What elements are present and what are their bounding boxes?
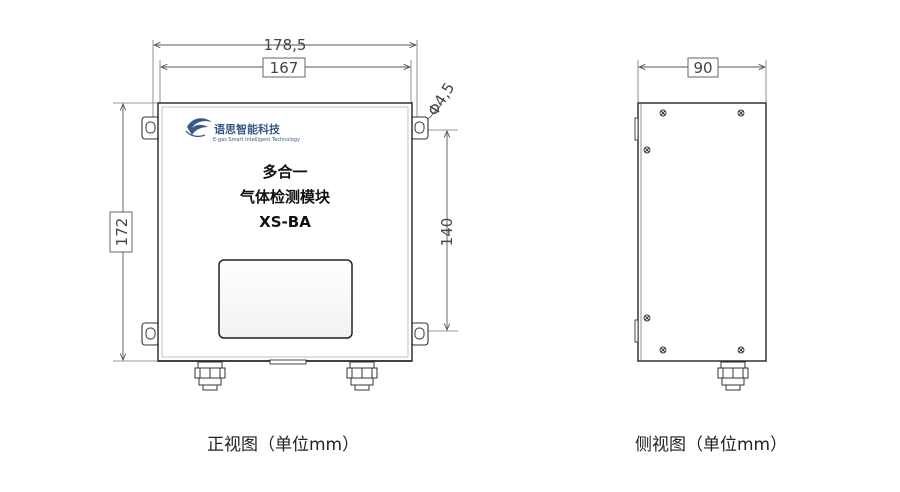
- dim-inner-width-label: 167: [270, 59, 299, 77]
- dim-depth: [639, 57, 765, 78]
- product-model: XS-BA: [259, 213, 311, 231]
- logo-subtitle: E-gas Smart Intelligent Technology: [213, 137, 300, 143]
- dim-inner-width: [161, 57, 410, 78]
- gas-connector-side: [717, 361, 749, 391]
- product-line-1: 多合一: [262, 163, 307, 181]
- display-window: [218, 259, 353, 339]
- mount-ear-top-right: [410, 116, 429, 140]
- product-line-2: 气体检测模块: [239, 188, 331, 206]
- front-view: [109, 40, 458, 391]
- dim-outer-width-label: 178,5: [264, 36, 307, 54]
- dim-hole-label: Φ4,5: [424, 79, 458, 119]
- dim-mount-spacing-label: 140: [438, 218, 456, 247]
- mount-ear-bottom-left: [141, 322, 160, 346]
- brand-logo: [185, 118, 212, 138]
- dim-height-label: 172: [113, 218, 131, 247]
- mount-ear-top-left: [141, 116, 160, 140]
- front-view-caption: 正视图（单位mm）: [207, 435, 360, 455]
- dim-depth-label: 90: [693, 59, 712, 77]
- side-screws: [643, 109, 745, 354]
- dim-height: [109, 104, 133, 360]
- side-housing: [634, 102, 767, 362]
- side-view-caption: 侧视图（单位mm）: [635, 435, 788, 455]
- mount-ear-bottom-right: [410, 322, 429, 346]
- gas-connector-right: [346, 361, 378, 391]
- gas-connector-left: [194, 361, 226, 391]
- logo-name: 语思智能科技: [214, 122, 281, 136]
- side-view: [634, 57, 767, 391]
